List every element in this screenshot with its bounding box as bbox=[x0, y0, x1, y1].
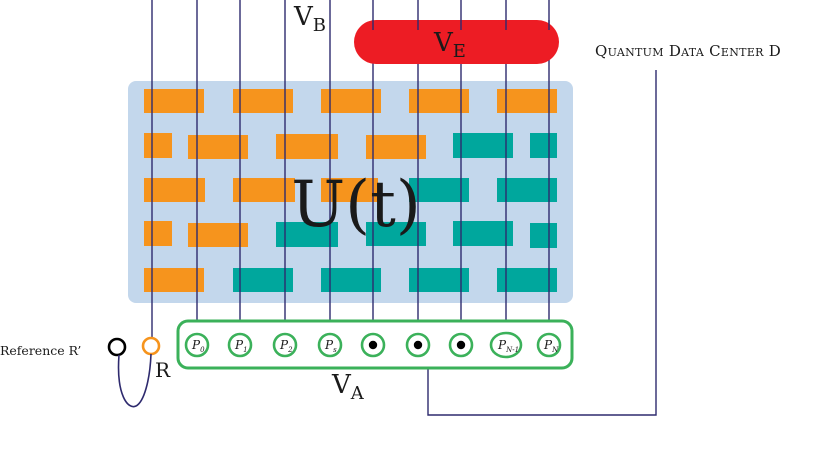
gate-orange bbox=[144, 89, 204, 113]
gate-orange bbox=[366, 135, 426, 159]
unitary-label: U(t) bbox=[291, 168, 421, 242]
va-label: VA bbox=[331, 370, 365, 404]
register-qubit-dot bbox=[448, 332, 474, 358]
gate-orange bbox=[144, 133, 172, 158]
gate-teal bbox=[497, 268, 557, 292]
gate-teal bbox=[497, 178, 557, 202]
filled-dot-icon bbox=[368, 340, 378, 350]
gate-teal bbox=[276, 222, 338, 247]
gate-teal bbox=[321, 268, 381, 292]
register-qubit-N-1: PN-1 bbox=[489, 331, 523, 359]
ve-label: VE bbox=[433, 28, 466, 62]
gate-orange bbox=[276, 134, 338, 159]
gate-teal bbox=[530, 133, 557, 158]
gate-orange bbox=[144, 178, 205, 202]
register-qubit-1: P1 bbox=[227, 332, 253, 358]
ve-box bbox=[354, 20, 559, 64]
register-qubit-2: P2 bbox=[272, 332, 298, 358]
filled-dot-icon bbox=[456, 340, 466, 350]
gate-orange bbox=[409, 89, 469, 113]
register-label: PN-1 bbox=[497, 338, 519, 354]
gate-orange bbox=[144, 221, 172, 246]
gate-orange bbox=[233, 89, 293, 113]
reference-label: Reference R’ bbox=[0, 343, 81, 358]
ve-wire-overlay bbox=[372, 20, 550, 30]
gate-orange bbox=[497, 89, 557, 113]
gate-teal bbox=[409, 268, 469, 292]
register-qubit-N: PN bbox=[536, 332, 562, 358]
register-qubit-dot bbox=[360, 332, 386, 358]
gate-orange bbox=[188, 223, 248, 247]
gate-teal bbox=[233, 268, 293, 292]
register-qubit-s: Ps bbox=[317, 332, 343, 358]
reference-qubit-icon bbox=[107, 337, 127, 357]
register-label: PN bbox=[543, 338, 559, 354]
register-label: P0 bbox=[191, 338, 205, 354]
register-label: P1 bbox=[234, 338, 248, 354]
register-label: P2 bbox=[279, 338, 293, 354]
gate-orange bbox=[321, 89, 381, 113]
gate-teal bbox=[453, 133, 513, 158]
r-qubit-icon bbox=[141, 336, 161, 356]
data-center-label: Quantum Data Center D bbox=[595, 42, 781, 60]
vb-label: VB bbox=[293, 2, 326, 36]
gate-orange bbox=[233, 178, 295, 202]
gate-grid bbox=[144, 89, 557, 292]
r-label: R bbox=[155, 358, 171, 382]
register-label: Ps bbox=[324, 338, 337, 354]
gate-orange bbox=[188, 135, 248, 159]
gate-teal bbox=[530, 223, 557, 248]
register-qubits: P0 P1 P2 Ps PN-1 PN bbox=[184, 331, 562, 359]
filled-dot-icon bbox=[413, 340, 423, 350]
gate-teal bbox=[453, 221, 513, 246]
data-center-link bbox=[427, 70, 657, 416]
register-qubit-0: P0 bbox=[184, 332, 210, 358]
gate-orange bbox=[144, 268, 204, 292]
register-qubit-dot bbox=[405, 332, 431, 358]
gate-teal bbox=[409, 178, 469, 202]
gate-teal bbox=[366, 222, 426, 246]
entanglement-link bbox=[117, 353, 152, 408]
